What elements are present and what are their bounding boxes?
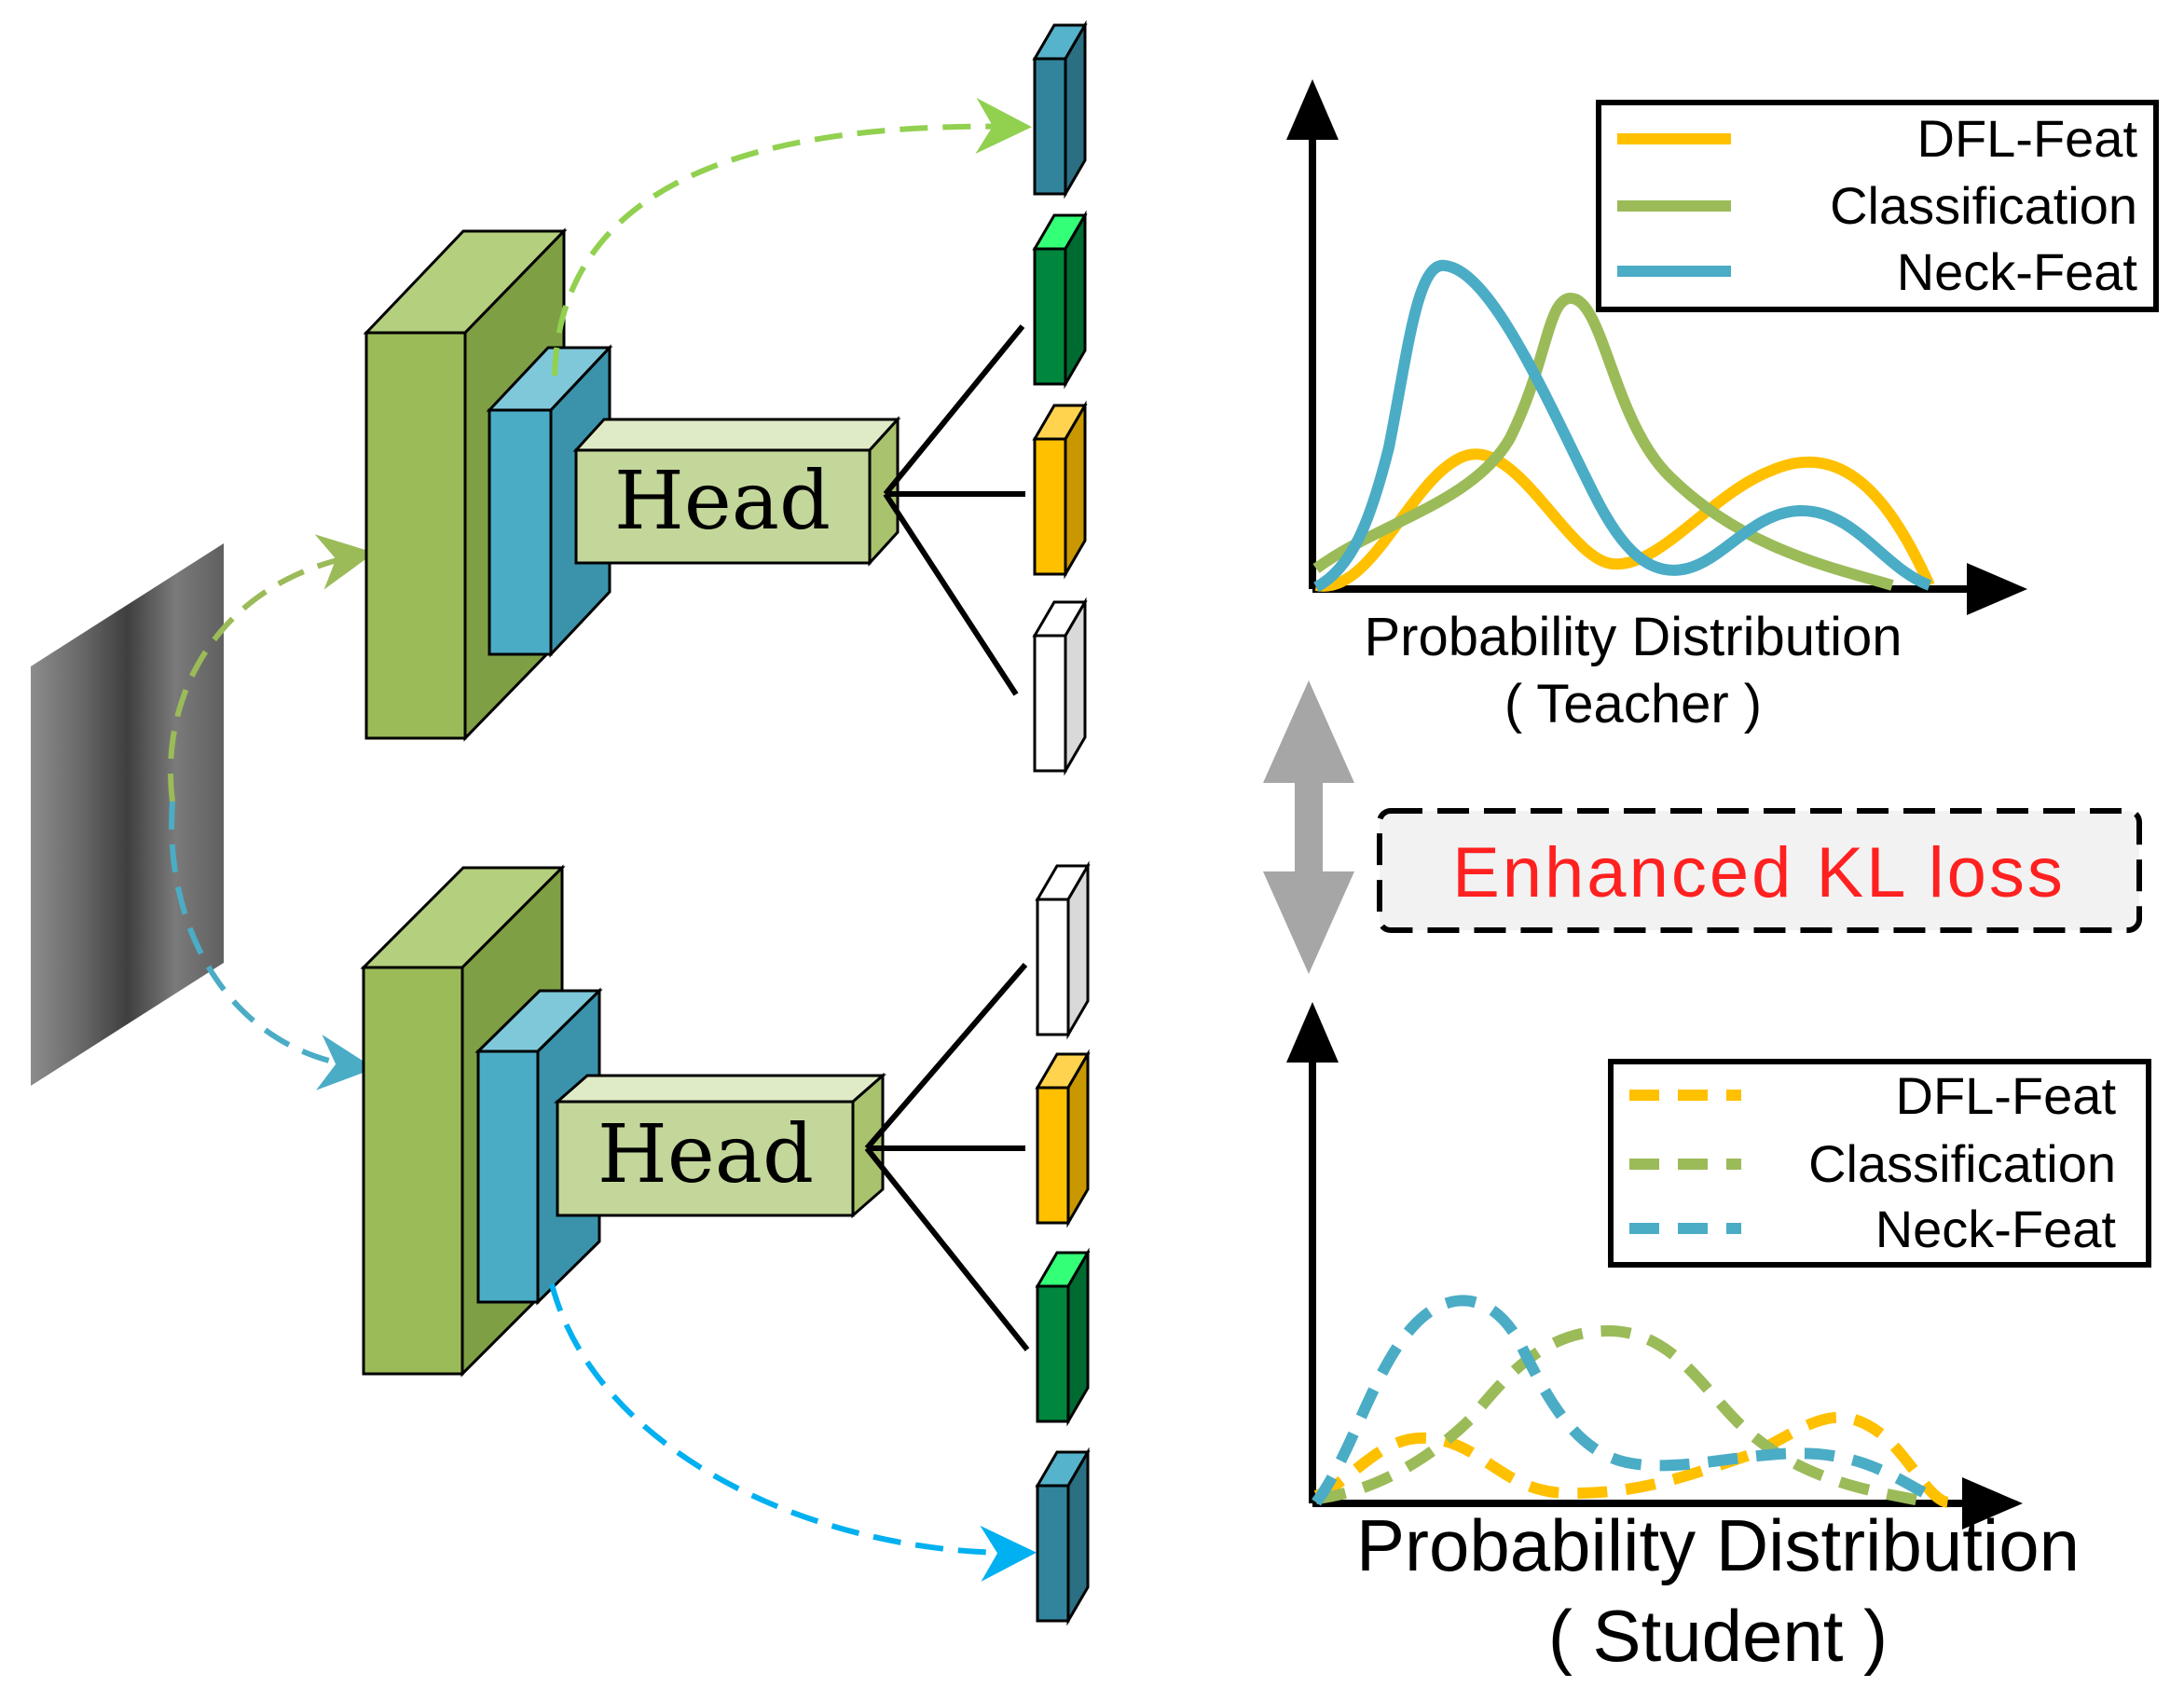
teacher-legend-label-dfl: DFL-Feat	[1917, 109, 2138, 168]
student-neck-feat-arrow	[549, 1283, 1037, 1582]
student-dfl-output	[1035, 1049, 1091, 1228]
teacher-axis-label: Probability Distribution	[1364, 607, 1902, 667]
student-input-arrow	[169, 801, 375, 1090]
teacher-neck-output	[1032, 20, 1088, 199]
student-neck-output	[1035, 1447, 1091, 1626]
student-output-lines	[864, 963, 1030, 1351]
teacher-curve-neck	[1313, 259, 1932, 593]
teacher-x-arrowhead	[1967, 563, 2027, 615]
teacher-role-label: ( Teacher )	[1504, 674, 1762, 734]
teacher-input-arrow	[168, 534, 375, 802]
teacher-network: Head	[363, 20, 1088, 776]
teacher-neck-feat-arrow	[552, 98, 1032, 377]
student-curve-cls	[1315, 1324, 1922, 1506]
teacher-extra-output	[1032, 597, 1088, 776]
input-image	[31, 543, 224, 1086]
student-curve-neck	[1312, 1295, 1942, 1506]
teacher-head-label: Head	[614, 455, 831, 548]
student-role-label: ( Student )	[1548, 1595, 1888, 1677]
student-curve-dfl	[1313, 1411, 1950, 1508]
teacher-head	[572, 416, 901, 567]
kl-double-arrow	[1263, 680, 1354, 974]
student-legend-label-dfl: DFL-Feat	[1896, 1066, 2117, 1125]
student-y-arrowhead	[1286, 1002, 1339, 1063]
teacher-cls-output	[1032, 210, 1088, 390]
student-cls-output	[1035, 1247, 1091, 1427]
student-extra-output	[1035, 860, 1091, 1040]
student-network: Head	[360, 860, 1091, 1626]
student-axis-label: Probability Distribution	[1356, 1504, 2080, 1586]
teacher-plot: DFL-Feat Classification Neck-Feat Probab…	[1286, 79, 2159, 734]
enhanced-kl-loss-box: Enhanced KL loss	[1377, 808, 2142, 933]
student-legend-label-neck: Neck-Feat	[1875, 1200, 2117, 1258]
teacher-dfl-output	[1032, 400, 1088, 580]
teacher-output-lines	[883, 324, 1025, 696]
student-x-arrowhead	[1962, 1477, 2023, 1529]
teacher-curve-cls	[1312, 292, 1894, 591]
student-legend-label-cls: Classification	[1808, 1134, 2116, 1193]
teacher-curve-dfl	[1314, 448, 1935, 592]
teacher-legend: DFL-Feat Classification Neck-Feat	[1596, 100, 2159, 312]
student-head-label: Head	[598, 1108, 814, 1201]
student-legend: DFL-Feat Classification Neck-Feat	[1608, 1059, 2151, 1268]
teacher-y-arrowhead	[1286, 79, 1339, 140]
teacher-legend-label-neck: Neck-Feat	[1897, 242, 2138, 301]
enhanced-kl-loss-label: Enhanced KL loss	[1452, 833, 2066, 912]
teacher-legend-label-cls: Classification	[1830, 176, 2137, 235]
student-plot: DFL-Feat Classification Neck-Feat Probab…	[1286, 1002, 2151, 1677]
student-head	[554, 1072, 886, 1219]
